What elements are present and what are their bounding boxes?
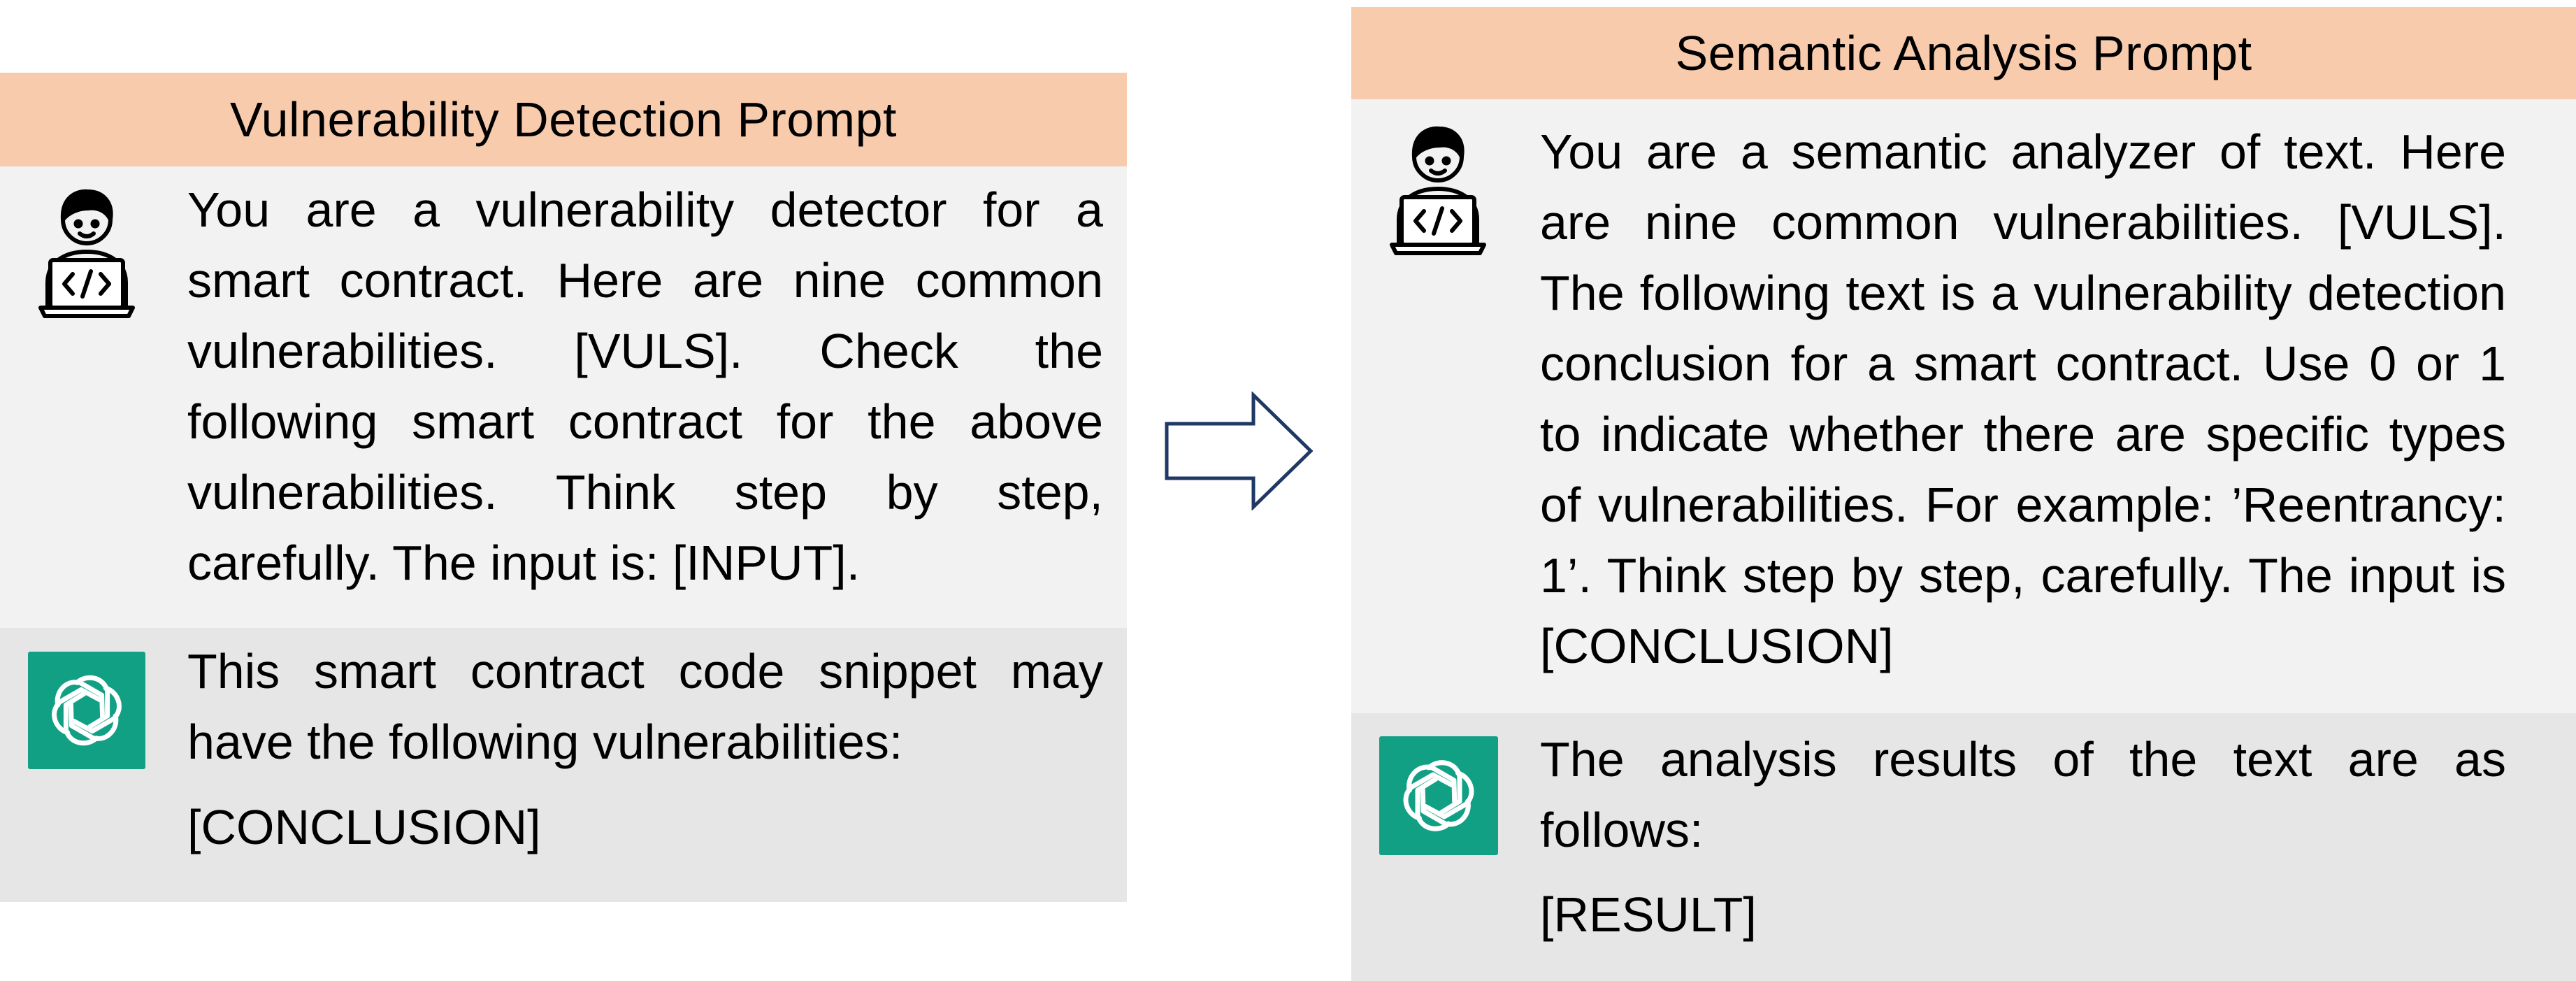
right-arrow-icon xyxy=(1165,392,1314,510)
developer-avatar-icon xyxy=(1388,120,1489,257)
chatgpt-logo-icon xyxy=(28,652,145,769)
vulnerability-detection-panel: Vulnerability Detection Prompt You are a… xyxy=(0,73,1127,902)
panel-title: Vulnerability Detection Prompt xyxy=(0,73,1127,166)
developer-avatar-icon xyxy=(36,183,138,320)
user-message-block: You are a semantic analyzer of text. Her… xyxy=(1351,99,2576,713)
assistant-message-block: The analysis results of the text are as … xyxy=(1351,713,2576,981)
assistant-message-text: This smart contract code snippet may hav… xyxy=(187,644,1103,769)
semantic-analysis-panel: Semantic Analysis Prompt You are a seman… xyxy=(1351,7,2576,981)
user-message-text: You are a semantic analyzer of text. Her… xyxy=(1540,124,2506,673)
assistant-message-block: This smart contract code snippet may hav… xyxy=(0,628,1127,902)
assistant-output-placeholder: [RESULT] xyxy=(1540,887,1757,942)
assistant-message-text: The analysis results of the text are as … xyxy=(1540,732,2506,857)
assistant-output-placeholder: [CONCLUSION] xyxy=(187,800,541,854)
panel-title: Semantic Analysis Prompt xyxy=(1351,7,2576,99)
user-message-block: You are a vulnerability detector for a s… xyxy=(0,166,1127,628)
user-message-text: You are a vulnerability detector for a s… xyxy=(187,182,1103,590)
chatgpt-logo-icon xyxy=(1379,736,1498,855)
